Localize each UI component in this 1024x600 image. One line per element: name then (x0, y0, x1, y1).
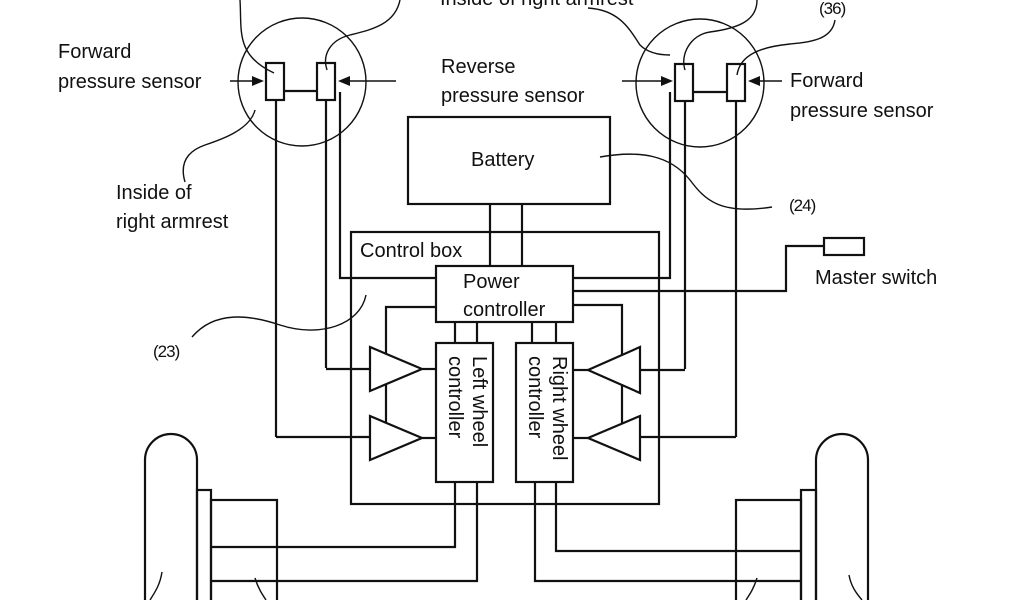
right-wheel-controller-label-2: controller (524, 356, 546, 439)
left-wheel-controller-label-2: controller (444, 356, 466, 439)
left-motor (209, 498, 279, 600)
left-wheel-controller-label-1: Left wheel (468, 356, 490, 447)
right-wheel (814, 432, 870, 600)
arrow-icon (661, 76, 673, 86)
left-armrest-circle (237, 17, 367, 147)
arrow-icon (338, 76, 350, 86)
left-forward-sensor (264, 61, 286, 102)
right-reverse-sensor (673, 62, 695, 103)
left-wheel (143, 432, 199, 600)
ref-36: (36) (819, 0, 846, 18)
inside-right-armrest-label-1: Inside of (116, 182, 192, 204)
arrow-icon (252, 76, 264, 86)
reverse-sensor-label-1: Reverse (441, 56, 515, 78)
right-amplifier-upper (585, 345, 642, 395)
forward-sensor-right-label-2: pressure sensor (790, 100, 934, 122)
power-controller-box (434, 264, 575, 324)
power-controller-label-2: controller (463, 299, 546, 321)
ref-24: (24) (789, 196, 816, 215)
right-axle-hub (799, 488, 818, 600)
inside-right-armrest-label-2: right armrest (116, 211, 229, 233)
left-amplifier-lower (368, 414, 425, 462)
forward-sensor-left-label-1: Forward (58, 41, 131, 63)
arrow-icon (748, 76, 760, 86)
left-axle-hub (195, 488, 213, 600)
right-forward-sensor (725, 62, 747, 103)
reverse-sensor-label-2: pressure sensor (441, 85, 585, 107)
top-label-partial: Inside of right armrest (440, 0, 634, 10)
left-amplifier-upper (368, 345, 425, 393)
control-box-label: Control box (360, 240, 462, 262)
ref-23: (23) (153, 342, 180, 361)
forward-sensor-left-label-2: pressure sensor (58, 71, 202, 93)
right-armrest-circle (635, 18, 765, 148)
right-wheel-controller-box (514, 341, 575, 484)
right-amplifier-lower (585, 414, 642, 462)
right-motor (734, 498, 803, 600)
right-wheel-controller-label-1: Right wheel (548, 356, 570, 461)
battery-label: Battery (471, 149, 534, 171)
master-switch-label: Master switch (815, 267, 937, 289)
power-controller-label-1: Power (463, 271, 520, 293)
battery-box (406, 115, 612, 206)
left-wheel-controller-box (434, 341, 495, 484)
master-switch[interactable] (822, 236, 866, 257)
forward-sensor-right-label-1: Forward (790, 70, 863, 92)
